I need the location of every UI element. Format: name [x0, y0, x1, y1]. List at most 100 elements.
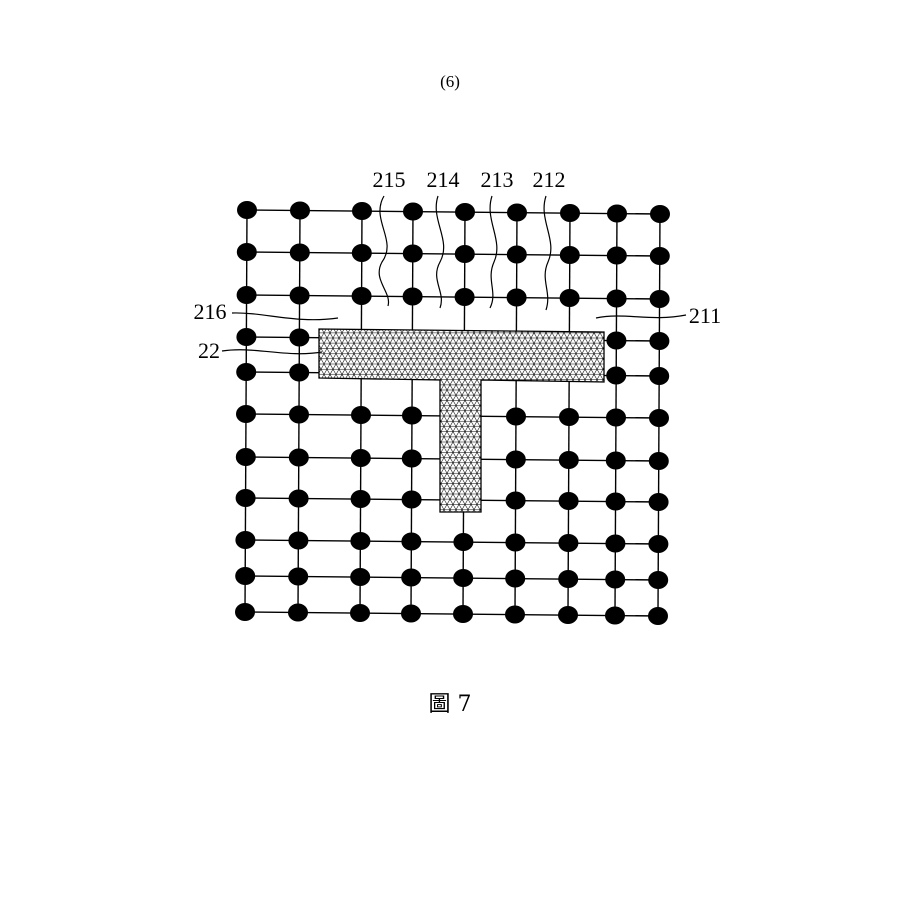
- electrode-dot: [290, 201, 310, 220]
- electrode-dot: [351, 287, 372, 305]
- electrode-dot: [402, 287, 423, 306]
- electrode-dot: [401, 532, 422, 551]
- electrode-dot: [505, 450, 526, 469]
- electrode-dot: [560, 204, 580, 222]
- electrode-dot: [505, 605, 525, 624]
- electrode-dot: [351, 406, 371, 424]
- electrode-dot: [558, 492, 579, 510]
- electrode-dot: [236, 243, 257, 261]
- electrode-dot: [288, 489, 309, 508]
- electrode-dot: [289, 243, 310, 262]
- electrode-dot: [235, 603, 255, 621]
- electrode-dot: [605, 492, 626, 511]
- electrode-dot: [235, 567, 256, 585]
- grid-row-line: [246, 294, 661, 300]
- reference-labels: 215 214 213 212 216 211 22: [194, 167, 722, 363]
- electrode-dot: [649, 332, 670, 350]
- electrode-dot: [288, 567, 309, 586]
- electrode-dot: [401, 568, 422, 587]
- electrode-dot: [648, 493, 669, 511]
- electrode-dot: [350, 568, 371, 586]
- electrode-dot: [401, 604, 421, 623]
- page-number: (6): [440, 72, 460, 91]
- electrode-dot: [559, 408, 579, 426]
- leader-216: [231, 312, 339, 321]
- electrode-dot: [350, 490, 371, 508]
- electrode-dot: [559, 246, 580, 264]
- electrode-dot: [649, 367, 670, 385]
- electrode-dot: [352, 202, 372, 220]
- label-211: 211: [689, 303, 721, 328]
- electrode-dot: [648, 452, 669, 470]
- label-215: 215: [373, 167, 406, 192]
- electrode-dot: [236, 286, 257, 304]
- electrode-dot: [650, 205, 670, 223]
- electrode-dot: [402, 244, 423, 263]
- electrode-dot: [506, 407, 526, 426]
- leader-22: [221, 349, 323, 355]
- label-216: 216: [194, 299, 227, 324]
- electrode-dot: [350, 532, 371, 550]
- leader-lines: [221, 195, 687, 355]
- electrode-dot: [649, 290, 670, 308]
- leader-215: [378, 195, 390, 307]
- electrode-dot: [235, 531, 256, 549]
- electrode-dot: [559, 289, 580, 307]
- electrode-dot: [288, 531, 309, 550]
- grid-row-line: [246, 251, 661, 257]
- electrode-dot: [606, 246, 627, 265]
- electrode-dot: [289, 405, 309, 424]
- electrode-dot: [453, 605, 473, 623]
- electrode-dot: [401, 449, 422, 468]
- electrode-dot: [505, 491, 526, 510]
- label-213: 213: [481, 167, 514, 192]
- electrode-dot: [607, 204, 627, 223]
- electrode-dot: [649, 247, 670, 265]
- electrode-dot: [558, 451, 579, 469]
- electrode-dot: [506, 288, 527, 307]
- electrode-dot: [507, 203, 527, 222]
- electrode-dot: [505, 533, 526, 552]
- electrode-dot: [288, 603, 308, 622]
- grid-row-line: [246, 209, 661, 215]
- leader-213: [489, 195, 498, 309]
- electrode-dot: [288, 448, 309, 467]
- electrode-dot: [606, 366, 627, 385]
- electrode-dot: [605, 534, 626, 553]
- electrode-dot: [236, 328, 257, 346]
- label-212: 212: [533, 167, 566, 192]
- electrode-dot: [402, 406, 422, 425]
- t-shaped-region: [318, 328, 605, 513]
- electrode-dot: [558, 570, 579, 588]
- label-214: 214: [427, 167, 460, 192]
- electrode-dot: [453, 569, 474, 587]
- leader-214: [435, 195, 445, 309]
- electrode-dot: [605, 570, 626, 589]
- electrode-dot: [506, 245, 527, 264]
- electrode-dot: [648, 571, 669, 589]
- electrode-dot: [453, 533, 474, 551]
- leader-212: [543, 195, 552, 311]
- label-22: 22: [198, 338, 220, 363]
- electrode-dot: [648, 535, 669, 553]
- electrode-dot: [606, 331, 627, 350]
- electrode-dot: [605, 606, 625, 625]
- electrode-dot: [236, 405, 256, 423]
- leader-211: [595, 314, 687, 319]
- electrode-dot: [235, 489, 256, 507]
- electrode-dot: [649, 409, 669, 427]
- electrode-dot: [455, 203, 475, 221]
- electrode-dot: [454, 245, 475, 263]
- electrode-dot: [558, 534, 579, 552]
- electrode-dot: [351, 244, 372, 262]
- electrode-dot: [505, 569, 526, 588]
- electrode-dot: [289, 328, 310, 347]
- electrode-dot: [237, 201, 257, 219]
- electrode-dot: [606, 408, 626, 427]
- electrode-dot: [401, 490, 422, 509]
- electrode-dot: [454, 288, 475, 306]
- electrode-dots: [235, 201, 670, 625]
- electrode-dot: [558, 606, 578, 624]
- electrode-dot: [605, 451, 626, 470]
